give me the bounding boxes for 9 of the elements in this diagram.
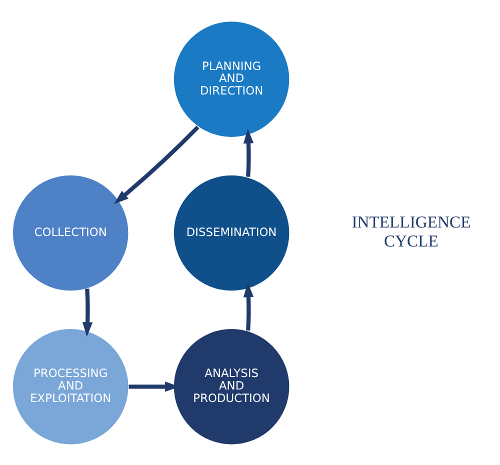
arrow — [243, 128, 254, 176]
arrow — [243, 282, 254, 330]
node-circle: PROCESSING AND EXPLOITATION — [12, 328, 130, 445]
node-circle: PLANNING AND DIRECTION — [172, 20, 290, 138]
node-circle: DISSEMINATION — [172, 174, 290, 292]
arrow — [114, 125, 200, 204]
label: INTELLIGENCE CYCLE — [352, 212, 471, 250]
node-circle: ANALYSIS AND PRODUCTION — [172, 328, 290, 445]
arrow — [82, 288, 93, 336]
